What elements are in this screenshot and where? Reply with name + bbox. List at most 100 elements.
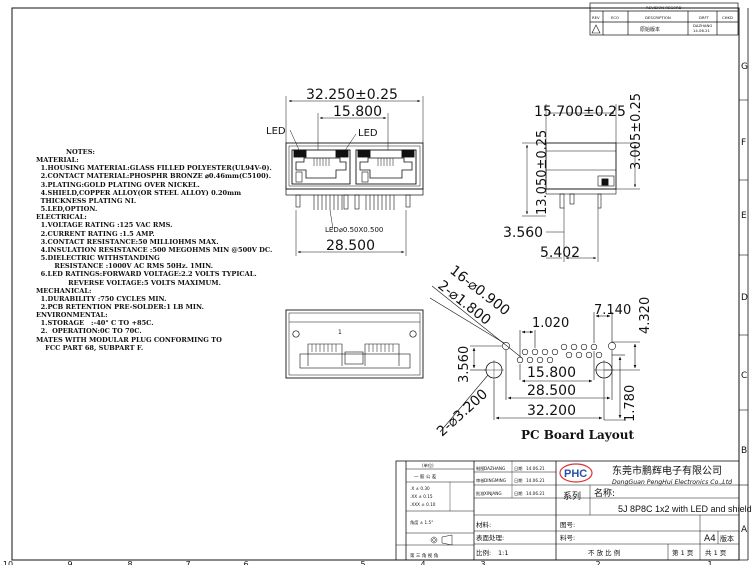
row1-date: 14.06.21 [526, 466, 545, 471]
notes-line: 1.STORAGE :-40° C TO +85C. [36, 319, 154, 328]
row2-name: DINGMING [484, 478, 506, 483]
svg-text:5: 5 [360, 560, 365, 565]
title-block [395, 460, 740, 561]
tolerance-header: 一 般 公 差 [414, 473, 437, 480]
scale-label: 比例: [476, 548, 491, 557]
svg-text:原始版本: 原始版本 [640, 26, 660, 33]
dim-front-pin: LED⌀0.50X0.500 [325, 226, 383, 234]
row-label-check: 审核 [476, 477, 485, 484]
notes-line: 1.HOUSING MATERIAL:GLASS FILLED POLYESTE… [36, 164, 272, 173]
dim-pcb-28500: 28.500 [527, 383, 576, 399]
dim-front-inner: 15.800 [333, 104, 382, 120]
svg-text:14.06.21: 14.06.21 [693, 28, 710, 33]
dim-pcb-7140: 7.140 [594, 303, 631, 318]
svg-text:CHKD: CHKD [722, 15, 733, 20]
zone-letters: G F E D C B A [741, 62, 748, 535]
pcb-layout [429, 285, 640, 433]
title-block-text: 东莞市鹏辉电子有限公司 DongGuan PengHui Electronics… [410, 462, 752, 559]
notes-line: 4.SHIELD,COPPER ALLOY(OR STEEL ALLOY) 0.… [36, 188, 242, 197]
row3-name: XINJANG [484, 491, 502, 496]
sheet-size: A4 [704, 534, 716, 544]
svg-text:REVISION RECORD: REVISION RECORD [646, 5, 682, 10]
zone-letter: F [741, 138, 746, 148]
dim-pcb-3560: 3.560 [457, 346, 472, 383]
svg-text:6: 6 [243, 560, 248, 565]
label-led-left: LED [266, 126, 286, 137]
svg-text:日期: 日期 [514, 478, 522, 484]
notes-line: 5.LED,OPTION. [36, 205, 98, 214]
tolerance-xx: .XX ± 0.15 [410, 494, 433, 499]
notes-line: NOTES: [66, 148, 95, 156]
notes-line: 2.PCB RETENTION PRE-SOLDER:1 LB MIN. [36, 302, 204, 311]
dim-pcb-4320: 4.320 [638, 297, 653, 334]
notes-line: 3.PLATING:GOLD PLATING OVER NICKEL. [36, 180, 200, 189]
notes-line: 1.VOLTAGE RATING :125 VAC RMS. [36, 221, 173, 230]
zone-letter: G [741, 62, 748, 72]
process-label: 表面处理: [476, 533, 504, 542]
notes-line: MECHANICAL: [36, 286, 92, 295]
company-logo: PHC [559, 463, 593, 483]
page-count: 共 1 页 [705, 548, 727, 557]
notes-line: 4.INSULATION RESISTANCE :500 MEGOHMS MIN… [36, 245, 273, 254]
front-view [285, 96, 424, 256]
zone-letter: B [741, 446, 747, 456]
notes-line: 3.CONTACT RESISTANCE:50 MILLIOHMS MAX. [36, 237, 219, 246]
company-name-en: DongGuan PengHui Electronics Co.,Ltd [612, 478, 732, 486]
tolerance-xxx: .XXX ± 0.10 [410, 502, 436, 507]
svg-text:7: 7 [185, 560, 190, 565]
dim-pcb-32200: 32.200 [527, 403, 576, 419]
dim-side-3560: 3.560 [503, 225, 543, 241]
drawing-no-label: 图号: [560, 521, 575, 529]
dim-pcb-2b: 2-⌀3.200 [434, 386, 491, 440]
page-number: 第 1 页 [672, 548, 694, 557]
svg-text:4: 4 [420, 560, 425, 565]
dim-pcb-1020: 1.020 [532, 316, 569, 331]
svg-text:DRFT: DRFT [699, 15, 710, 20]
dim-side-5402: 5.402 [540, 245, 580, 261]
angle-tolerance: 角度 ± 1.5° [410, 519, 433, 526]
svg-text:1: 1 [707, 560, 712, 565]
notes-line: REVERSE VOLTAGE:5 VOLTS MAXIMUM. [36, 278, 221, 287]
zone-letter: A [741, 525, 748, 535]
svg-text:日期: 日期 [514, 491, 522, 497]
scale-note: 不 放 比 例 [588, 548, 620, 557]
notes-line: 5.DIELECTRIC WITHSTANDING [36, 254, 160, 263]
tolerance-x: .X ± 0.30 [410, 486, 430, 491]
dim-front-width: 32.250±0.25 [306, 87, 398, 103]
row1-name: DAZHANG [484, 466, 505, 471]
notes-line: 1.DURABILITY :750 CYCLES MIN. [36, 294, 167, 303]
date-label: 日期 [514, 466, 522, 472]
svg-text:ECO: ECO [611, 15, 619, 20]
revision-text: REVISION RECORD REV ECO DESCRIPTION DRFT… [592, 5, 733, 33]
svg-text:REV: REV [592, 15, 600, 20]
zone-numbers: 10 9 8 7 6 5 4 3 2 1 [3, 560, 713, 565]
dim-side-small: 3.005±0.25 [629, 93, 644, 170]
pcb-layout-title: PC Board Layout [521, 428, 634, 442]
part-name: 5J 8P8C 1x2 with LED and shield [618, 504, 752, 514]
svg-text:3: 3 [480, 560, 485, 565]
dim-front-bottom: 28.500 [326, 238, 375, 254]
dim-side-height: 13.050±0.25 [535, 130, 550, 215]
projection-label: 第 三 角 视 角 [410, 552, 438, 559]
side-view-labels: 15.700±0.25 13.050±0.25 3.005±0.25 3.560… [503, 93, 644, 261]
notes-line: 2.CONTACT MATERIAL:PHOSPHR BRONZE ⌀0.46m… [36, 172, 272, 181]
name-label: 名称: [594, 487, 615, 499]
version-label: 版本 [720, 534, 734, 543]
front-view-labels: 32.250±0.25 15.800 LED LED LED⌀0.50X0.50… [266, 87, 398, 254]
series-label: 系列 [563, 490, 581, 502]
row2-date: 14.06.21 [526, 478, 545, 483]
bottom-view [285, 309, 424, 379]
row-label-draw: 制图 [476, 465, 484, 472]
svg-text:DESCRIPTION: DESCRIPTION [645, 15, 671, 20]
svg-text:DAZHANG: DAZHANG [693, 23, 712, 28]
row-label-approve: 批准 [476, 490, 484, 497]
svg-text:9: 9 [67, 560, 72, 565]
notes-line: ENVIRONMENTAL: [36, 311, 108, 320]
revision-record [589, 2, 739, 36]
scale-value: 1:1 [498, 549, 508, 557]
notes-line: MATERIAL: [36, 156, 79, 165]
label-led-right: LED [358, 128, 378, 139]
dim-pcb-1780: 1.780 [623, 385, 638, 422]
pin-one-mark: 1 [338, 329, 342, 336]
notes-line: 6.LED RATINGS:FORWARD VOLTAGE:2.2 VOLTS … [36, 270, 257, 279]
